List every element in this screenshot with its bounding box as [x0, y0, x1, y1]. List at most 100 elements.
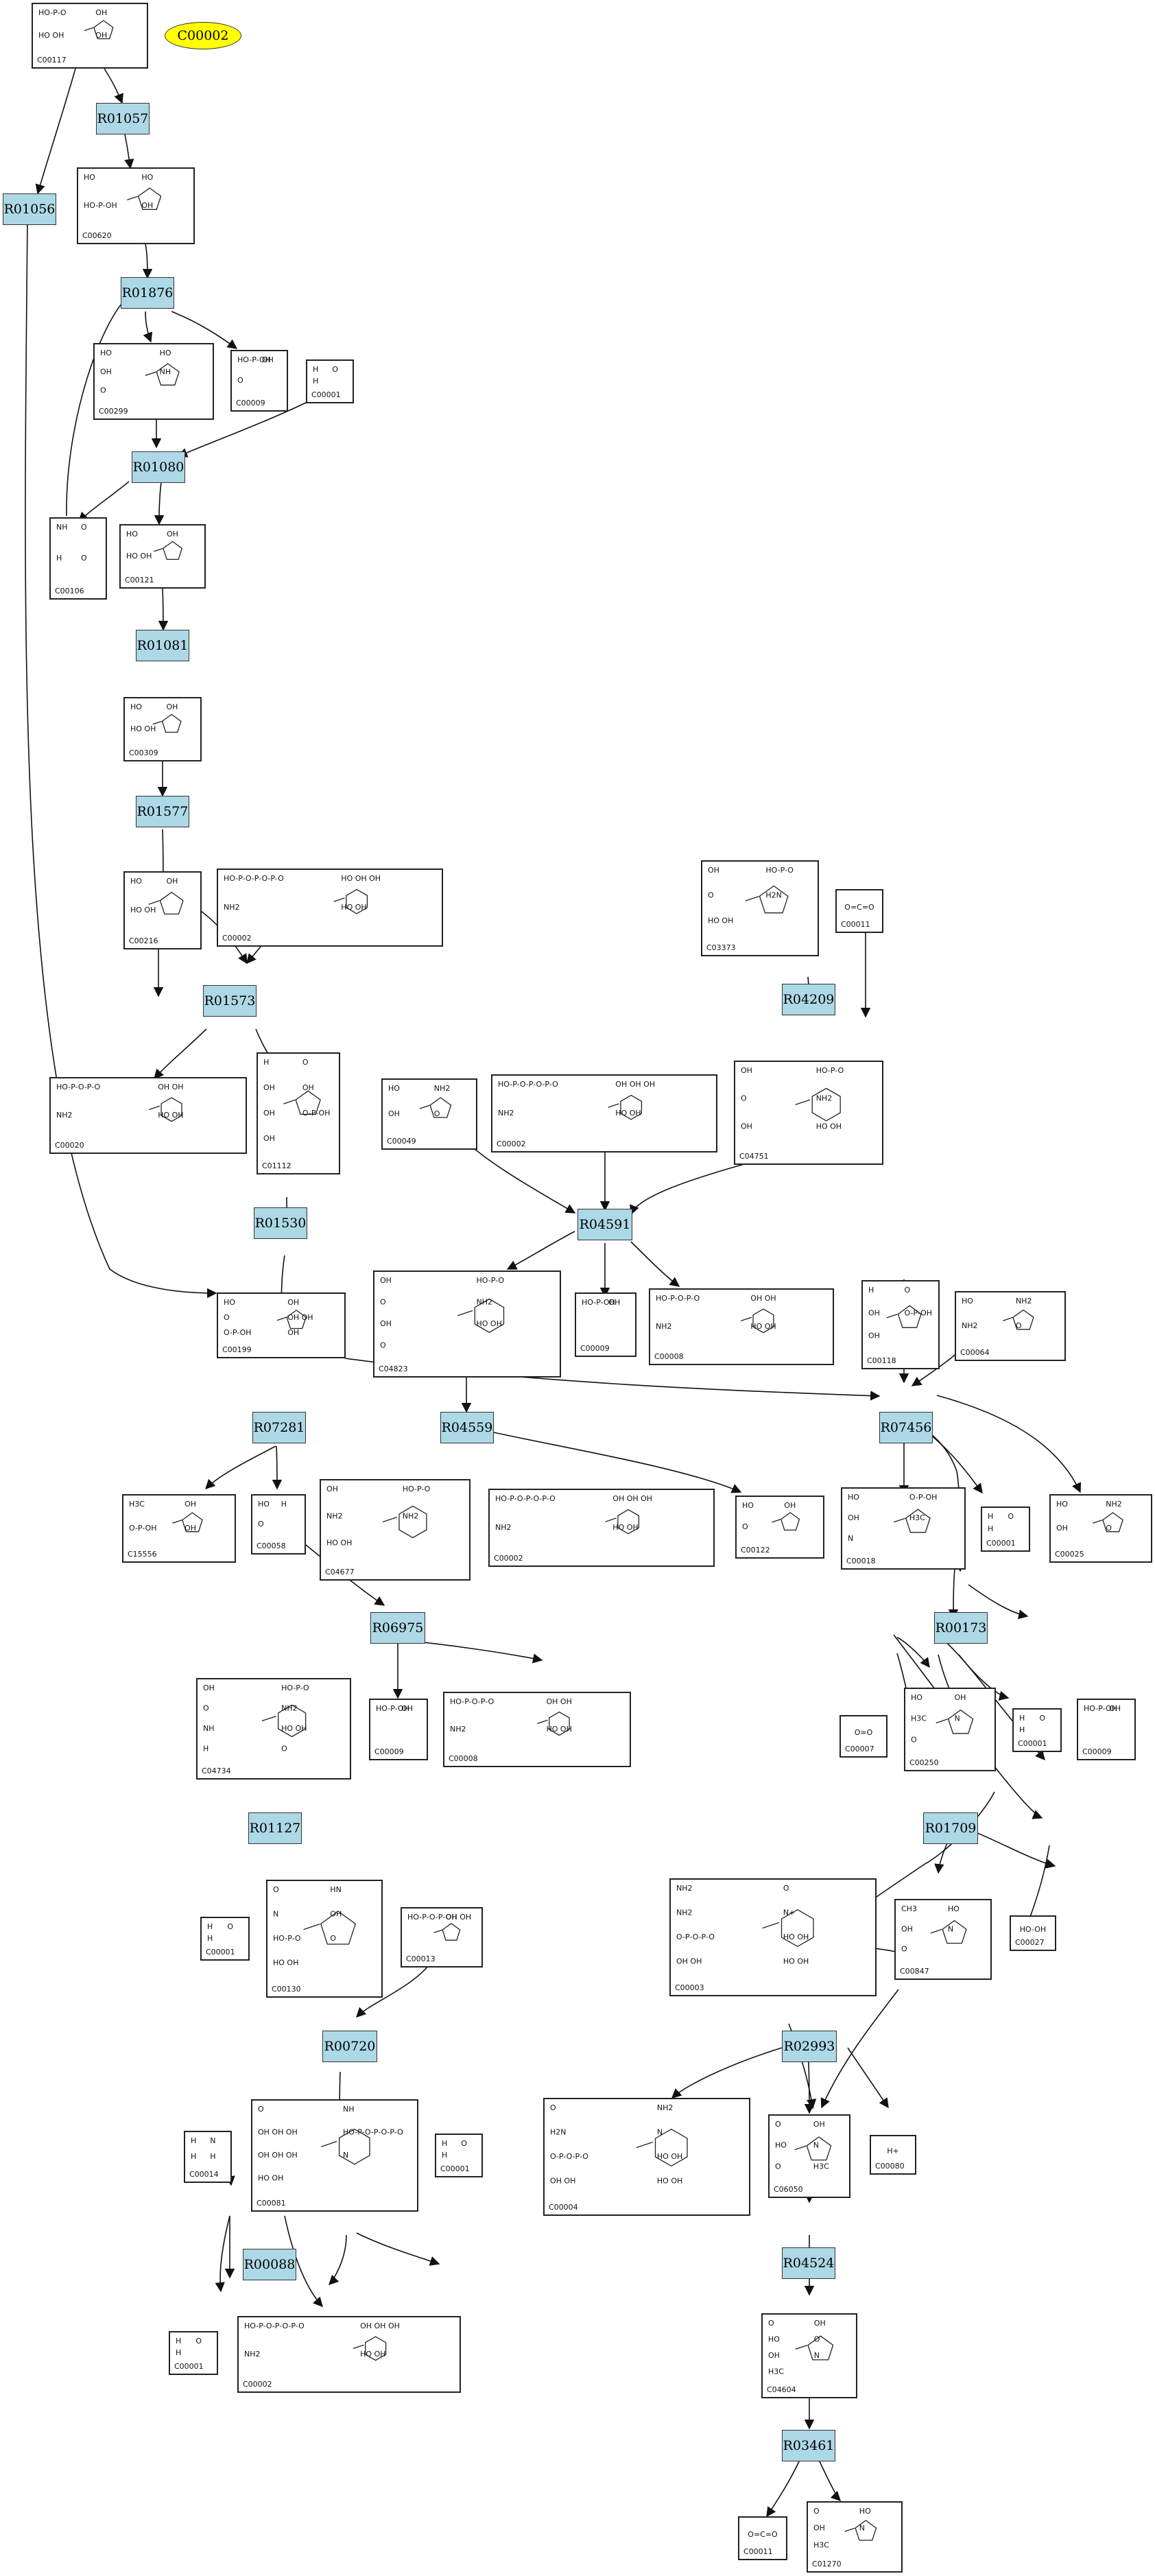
- reaction-r01876[interactable]: R01876: [121, 277, 174, 309]
- edge: [204, 1445, 276, 1490]
- atom-label: O: [81, 554, 87, 563]
- reaction-r03461[interactable]: R03461: [782, 2430, 835, 2461]
- atom-label: OH: [263, 1134, 275, 1143]
- atom-label: HO: [848, 1493, 859, 1502]
- reaction-r01573[interactable]: R01573: [203, 985, 257, 1017]
- compound-c00080[interactable]: H+C00080: [870, 2135, 916, 2175]
- reaction-r07281[interactable]: R07281: [252, 1412, 306, 1443]
- atom-label: OH: [741, 1122, 752, 1131]
- edge: [493, 1432, 742, 1493]
- reaction-r01056[interactable]: R01056: [3, 193, 56, 225]
- reaction-r02993[interactable]: R02993: [782, 2031, 837, 2062]
- atom-label: OH: [167, 877, 178, 886]
- reaction-r07456[interactable]: R07456: [879, 1412, 933, 1443]
- compound-id-label: C00002: [494, 1554, 523, 1563]
- reaction-r01057[interactable]: R01057: [96, 103, 150, 134]
- reaction-r01081[interactable]: R01081: [136, 630, 189, 661]
- atom-label: H3C: [768, 2367, 784, 2376]
- reaction-r04209[interactable]: R04209: [782, 984, 835, 1015]
- ring-bond: [905, 1509, 931, 1533]
- chain-bond: [762, 1922, 780, 1929]
- compound-id-label: C00009: [580, 1344, 610, 1353]
- reaction-r00173[interactable]: R00173: [934, 1612, 988, 1644]
- reaction-r00088[interactable]: R00088: [243, 2249, 296, 2280]
- atom-label: OH OH: [287, 1313, 313, 1322]
- compound-id-label: C00299: [99, 407, 128, 416]
- reaction-r01709[interactable]: R01709: [923, 1812, 978, 1844]
- atom-label: HO: [224, 1298, 235, 1307]
- compound-id-label: C00081: [257, 2199, 286, 2208]
- reaction-r01127[interactable]: R01127: [248, 1812, 302, 1844]
- reaction-r04524[interactable]: R04524: [782, 2247, 835, 2279]
- pathway-map-node[interactable]: C00002: [165, 22, 241, 49]
- reaction-r01577[interactable]: R01577: [136, 796, 189, 827]
- reaction-r00720[interactable]: R00720: [322, 2031, 377, 2062]
- chain-bond: [795, 2344, 808, 2350]
- compound-id-label: C00620: [82, 231, 112, 240]
- atom-label: HO OH: [547, 1725, 572, 1734]
- reaction-r04591[interactable]: R04591: [578, 1209, 632, 1240]
- reaction-r01530[interactable]: R01530: [254, 1207, 307, 1239]
- reaction-r01080[interactable]: R01080: [132, 451, 185, 483]
- reaction-r04559[interactable]: R04559: [440, 1412, 494, 1443]
- reaction-r06975[interactable]: R06975: [370, 1612, 425, 1644]
